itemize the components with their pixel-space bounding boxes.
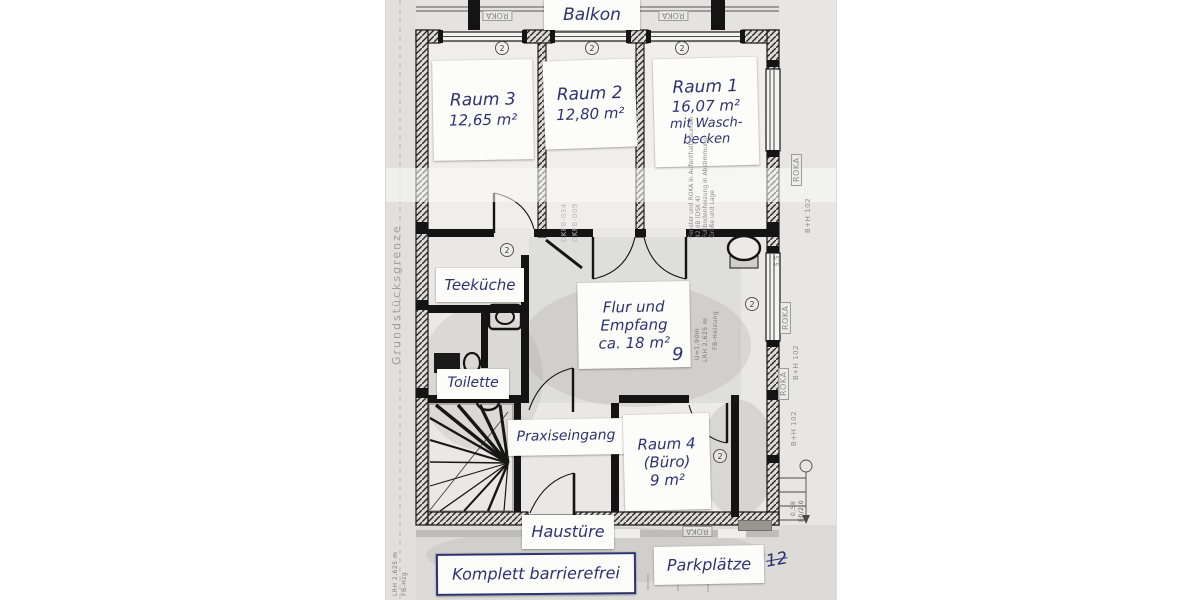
- dkfb-label: DKFB-034: [560, 203, 568, 242]
- dim-55-label: 5,5: [774, 254, 781, 266]
- raum3-area: 12,65 m²: [448, 110, 518, 130]
- fenster-note-col3: Fußbodenheizung in Abstimmung: [702, 137, 709, 238]
- note-raum2: Raum 2 12,80 m²: [542, 58, 638, 150]
- circle-2-marker: 2: [585, 41, 599, 55]
- lrh-label: LRH 2,625 m: [392, 551, 399, 596]
- bh102-label: B+H 102: [792, 344, 800, 380]
- e0-dim-label: E0/2,0: [798, 499, 805, 522]
- d058-dim-label: 0,58: [790, 500, 797, 516]
- circle-2-marker: 2: [713, 449, 727, 463]
- circle-2-marker: 2: [675, 41, 689, 55]
- roka-label: ROKA: [682, 526, 713, 537]
- raum2-area: 12,80 m²: [555, 104, 625, 125]
- outer-walls: [415, 29, 781, 526]
- roka-label: ROKA: [658, 10, 689, 21]
- dkfb-label: DKFB-009: [571, 203, 579, 242]
- note-teekueche: Teeküche: [436, 268, 524, 302]
- roka-label: ROKA: [780, 301, 791, 334]
- staircase: [428, 403, 514, 512]
- circle-2-marker: 2: [745, 297, 759, 311]
- note-toilette: Toilette: [437, 369, 509, 399]
- barrierefrei-label: Komplett barrierefrei: [452, 563, 620, 584]
- toilette-label: Toilette: [447, 375, 499, 392]
- scan-area: 2 2 2 2 2 2 Balkon Raum 3 12,65 m² Raum …: [385, 0, 837, 600]
- bh102-label: B+H 102: [790, 410, 798, 446]
- haustuere-label: Haustüre: [531, 522, 605, 542]
- handwritten-9-mark: 9: [672, 344, 684, 365]
- interior-walls: [428, 42, 779, 517]
- raum4-line3: 9 m²: [649, 470, 686, 490]
- roka-label: ROKA: [791, 153, 802, 186]
- fb-heizung-label: FB-Heizung: [712, 310, 719, 350]
- bh102-label: B+H 102: [804, 197, 812, 233]
- note-raum4: Raum 4 (Büro) 9 m²: [622, 412, 712, 512]
- raum4-line1: Raum 4: [637, 433, 696, 454]
- note-balkon: Balkon: [544, 0, 640, 30]
- note-parkplaetze: Parkplätze: [653, 545, 765, 585]
- balkon-label: Balkon: [563, 4, 621, 25]
- praxiseingang-label: Praxiseingang: [516, 427, 616, 446]
- grundstuecksgrenze-label: Grundstücksgrenze: [390, 224, 403, 365]
- note-raum3: Raum 3 12,65 m²: [432, 59, 534, 161]
- note-haustuere: Haustüre: [522, 515, 614, 549]
- teekueche-label: Teeküche: [444, 275, 516, 294]
- roka-label: ROKA: [778, 367, 789, 400]
- raum1-name: Raum 1: [672, 75, 739, 98]
- flur-line1: Flur und: [602, 297, 665, 317]
- circle-2-marker: 2: [495, 41, 509, 55]
- parkplaetze-label: Parkplätze: [666, 554, 752, 575]
- u190-label: U=1,90m: [694, 327, 701, 360]
- circle-2-marker: 2: [500, 243, 514, 257]
- small-label-chip: [738, 520, 772, 531]
- raum3-name: Raum 3: [449, 89, 516, 112]
- note-barrierefrei: Komplett barrierefrei: [435, 552, 637, 596]
- fenster-note-col2: 42 dB (DSK 4): [695, 195, 702, 238]
- raum4-line2: (Büro): [643, 452, 691, 472]
- roka-label: ROKA: [482, 10, 513, 21]
- fenster-note-col1: Fenster und ROKA in Aufenthaltsräumen: [688, 116, 695, 238]
- note-praxiseingang: Praxiseingang: [507, 417, 625, 457]
- scan-light-band: [386, 168, 836, 202]
- lrh-label: LRH 2,625 m: [702, 317, 709, 362]
- handwritten-12-mark: 12: [764, 548, 790, 572]
- flur-line2: Empfang: [600, 315, 668, 335]
- fb-hzg-label: FB-Hzg: [401, 571, 408, 596]
- fenster-note-col4: Größe und Lage: [709, 190, 716, 238]
